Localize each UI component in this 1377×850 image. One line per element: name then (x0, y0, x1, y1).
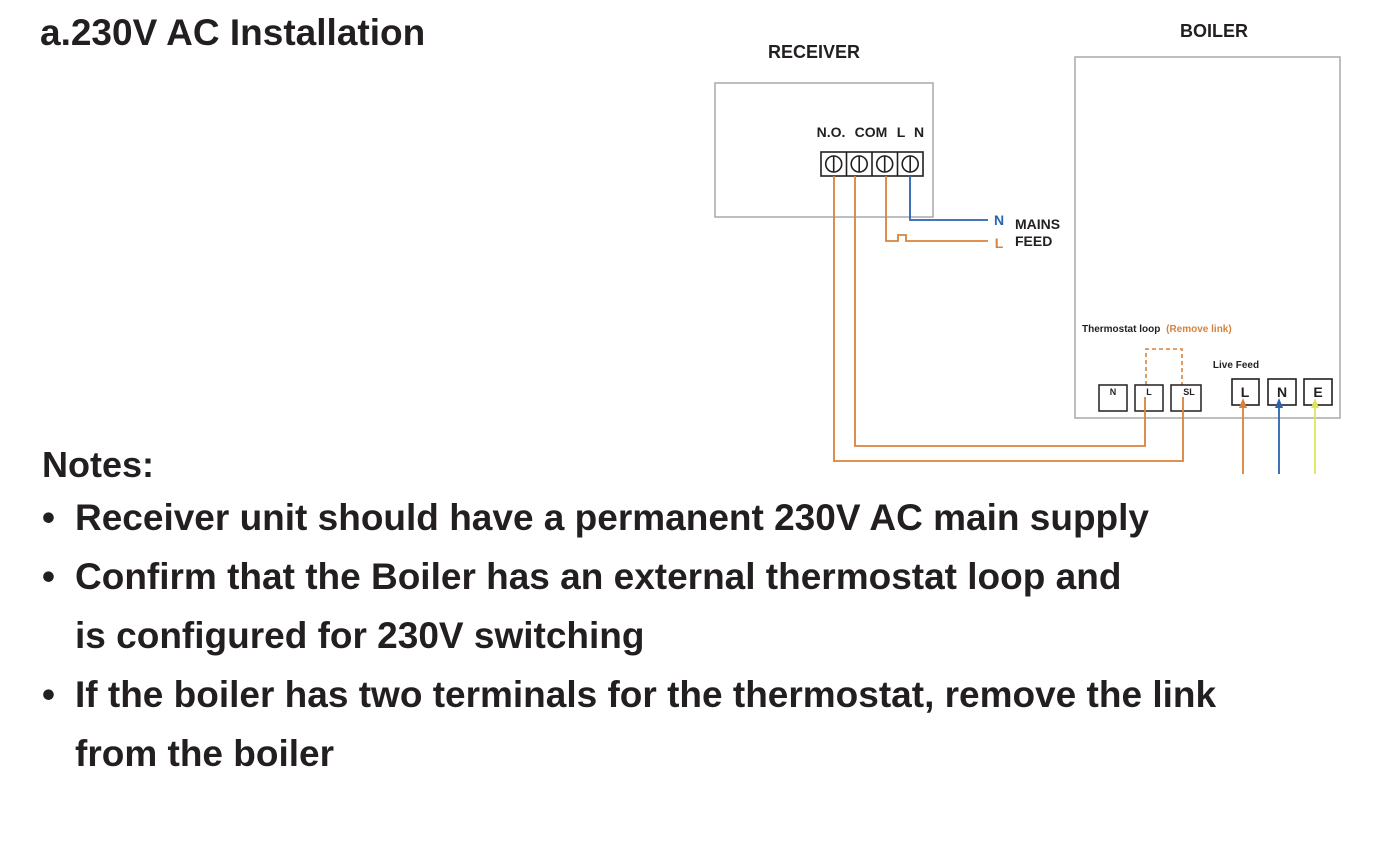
notes-heading: Notes: (42, 444, 155, 485)
feed-earth-arrow (1311, 398, 1319, 408)
receiver-terminal-block (820, 151, 924, 177)
loop-terminal-l-label: L (1146, 387, 1152, 397)
receiver-terminal-l-label: L (897, 124, 906, 140)
feed-terminal-e-label: E (1313, 384, 1322, 400)
loop-terminal-sl (1170, 384, 1202, 412)
feed-terminal-l-label: L (1241, 384, 1250, 400)
no-to-loop-sl-wire (833, 176, 1184, 462)
feed-terminal-n (1267, 378, 1297, 406)
thermostat-loop-text: Thermostat loop (1082, 324, 1160, 335)
live-feed-label: Live Feed (1213, 360, 1259, 371)
receiver-terminal-n-label: N (914, 124, 924, 140)
note-item: Confirm that the Boiler has an external … (42, 547, 1155, 665)
loop-terminals: N L SL (1098, 384, 1202, 412)
mains-label-line2: FEED (1015, 233, 1052, 249)
receiver-terminal-com-label: COM (855, 124, 888, 140)
boiler-label: BOILER (1180, 21, 1248, 41)
note-item: If the boiler has two terminals for the … (42, 665, 1235, 783)
page-title: a.230V AC Installation (40, 12, 426, 53)
receiver-box (714, 82, 934, 218)
receiver-label: RECEIVER (768, 42, 860, 62)
mains-live-wire (885, 176, 988, 242)
loop-terminal-l (1134, 384, 1164, 412)
note-item: Receiver unit should have a permanent 23… (42, 488, 1342, 547)
notes-list: Receiver unit should have a permanent 23… (42, 488, 1342, 783)
receiver-terminal-no-label: N.O. (817, 124, 846, 140)
feed-terminal-n-label: N (1277, 384, 1287, 400)
mains-label-line1: MAINS (1015, 216, 1060, 232)
feed-neutral-arrow (1275, 398, 1283, 408)
feed-terminals: L N E (1231, 378, 1333, 406)
feed-live-arrow (1239, 398, 1247, 408)
thermostat-loop-label: Thermostat loop (Remove link) (1082, 324, 1232, 335)
loop-terminal-sl-label: SL (1183, 387, 1195, 397)
mains-neutral-wire (909, 176, 988, 221)
loop-terminal-n-label: N (1110, 387, 1117, 397)
mains-n-label: N (994, 212, 1004, 228)
feed-terminal-e (1303, 378, 1333, 406)
wiring-diagram: RECEIVER N.O. COM L N N L MAINS FEED BOI… (714, 21, 1341, 474)
remove-link-text: (Remove link) (1166, 324, 1232, 335)
com-to-loop-l-wire (854, 176, 1146, 447)
loop-terminal-n (1098, 384, 1128, 412)
boiler-box (1074, 56, 1341, 419)
thermostat-link-dashed (1145, 348, 1183, 385)
mains-l-label: L (995, 235, 1004, 251)
